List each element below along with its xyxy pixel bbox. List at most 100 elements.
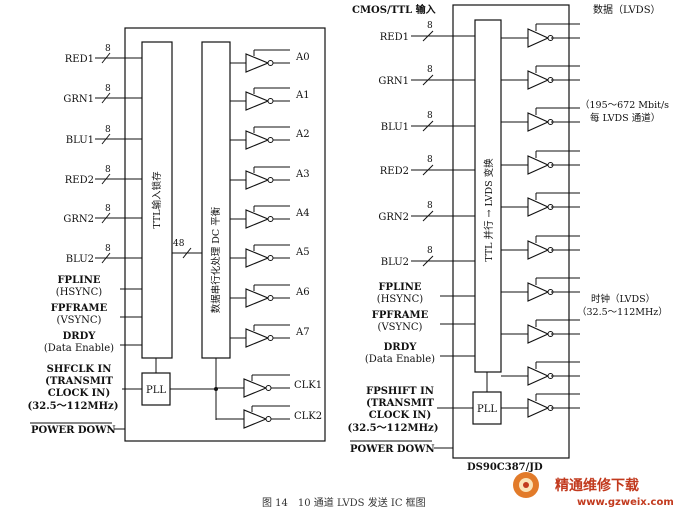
right-input-label: BLU2 — [381, 257, 409, 268]
left-latch-block — [141, 41, 173, 359]
right-bus-width: 8 — [427, 201, 433, 211]
left-ctrl-sublabel: (Data Enable) — [44, 343, 114, 354]
right-output-buffer — [527, 28, 550, 48]
right-clock-buffer — [527, 398, 550, 418]
left-control-inputs: FPLINE(HSYNC)FPFRAME(VSYNC)DRDY(Data Ena… — [44, 275, 142, 354]
left-input-label: BLU1 — [66, 135, 94, 146]
right-input-label: RED2 — [380, 166, 409, 177]
left-bus-width: 8 — [105, 165, 111, 175]
right-output-buffer — [527, 366, 550, 386]
left-output-buffer — [245, 170, 270, 190]
right-output-buffer — [527, 70, 550, 90]
watermark-url: www.gzweix.com — [577, 497, 674, 508]
right-clock-note-2: （32.5～112MHz） — [577, 306, 668, 318]
right-control-inputs: FPLINE(HSYNC) FPFRAME(VSYNC) DRDY(Data Ena… — [365, 282, 475, 365]
left-ctrl-sublabel: (HSYNC) — [56, 287, 102, 298]
right-title-input: CMOS/TTL 输入 — [352, 3, 436, 16]
left-input-label: GRN1 — [63, 94, 94, 105]
left-clk-in-line4: (32.5～112MHz) — [28, 401, 119, 412]
right-rate-note-2: 每 LVDS 通道） — [590, 112, 660, 124]
right-title-output: 数据（LVDS） — [593, 3, 661, 16]
left-input-label: BLU2 — [66, 254, 94, 265]
left-bus-width: 8 — [105, 204, 111, 214]
left-clock-buffer — [243, 409, 268, 429]
left-serializer-label: 数据串行化处理 DC 平衡 — [210, 206, 222, 313]
left-output-label: A6 — [295, 287, 310, 298]
left-output-buffer — [245, 288, 270, 308]
right-clock-note-1: 时钟（LVDS） — [591, 293, 655, 305]
right-output-buffer — [527, 240, 550, 260]
right-bus-width: 8 — [427, 155, 433, 165]
left-clk-in-line1: SHFCLK IN — [47, 364, 112, 375]
watermark-text: 精通维修下载 — [555, 477, 639, 494]
right-clk-in-line4: (32.5～112MHz) — [348, 423, 439, 434]
left-bus-width: 8 — [105, 244, 111, 254]
right-ctrl-sublabel: (HSYNC) — [377, 294, 423, 305]
left-clk-in-line2: (TRANSMIT — [45, 376, 113, 387]
left-latch-label: TTL输入锁存 — [151, 171, 163, 229]
right-converter-block — [474, 19, 502, 373]
right-ctrl-label: FPFRAME — [372, 310, 429, 321]
right-ctrl-label: FPLINE — [378, 282, 421, 293]
right-outputs — [501, 23, 580, 418]
right-output-buffer — [527, 112, 550, 132]
left-output-buffer — [245, 130, 270, 150]
right-bus-width: 8 — [427, 65, 433, 75]
left-ctrl-label: DRDY — [63, 331, 97, 342]
left-output-buffer — [245, 91, 270, 111]
right-output-buffer — [527, 282, 550, 302]
left-pll-label: PLL — [146, 385, 166, 396]
right-diagram: CMOS/TTL 输入 数据（LVDS） TTL 并行 → LVDS 变换 RE… — [348, 3, 670, 473]
left-ic-body — [124, 27, 326, 442]
right-power-down: POWER DOWN — [350, 444, 435, 455]
left-output-label: A5 — [295, 247, 310, 258]
left-internal-bus-label: 48 — [173, 239, 185, 249]
right-bus-width: 8 — [427, 246, 433, 256]
left-output-buffer — [245, 328, 270, 348]
left-bus-width: 8 — [105, 125, 111, 135]
figure-caption: 图 14 10 通道 LVDS 发送 IC 框图 — [262, 496, 426, 509]
right-bus-width: 8 — [427, 111, 433, 121]
left-power-down: POWER DOWN — [31, 425, 116, 436]
right-input-label: RED1 — [380, 32, 409, 43]
left-clock-buffer — [243, 378, 268, 398]
right-part-number: DS90C387/JD — [467, 462, 543, 473]
left-output-label: A3 — [295, 169, 310, 180]
left-output-buffer — [245, 53, 270, 73]
left-output-label: A7 — [295, 327, 310, 338]
right-output-buffer — [527, 155, 550, 175]
right-rate-note-1: （195～672 Mbit/s — [580, 99, 669, 111]
right-clk-in-line3: CLOCK IN) — [369, 410, 431, 421]
left-bus-width: 8 — [105, 84, 111, 94]
right-pll-label: PLL — [477, 404, 497, 415]
left-output-label: A1 — [295, 90, 310, 101]
right-ctrl-sublabel: (VSYNC) — [378, 322, 423, 333]
left-input-label: RED2 — [65, 175, 94, 186]
left-bus-width: 8 — [105, 44, 111, 54]
left-input-label: GRN2 — [63, 214, 94, 225]
right-clk-in-line2: (TRANSMIT — [366, 398, 434, 409]
right-clk-in-line1: FPSHIFT IN — [366, 386, 434, 397]
right-ctrl-sublabel: (Data Enable) — [365, 354, 435, 365]
left-ctrl-sublabel: (VSYNC) — [57, 315, 102, 326]
left-clk-in-line3: CLOCK IN) — [48, 388, 110, 399]
right-bus-width: 8 — [427, 21, 433, 31]
right-input-label: BLU1 — [381, 122, 409, 133]
right-ctrl-label: DRDY — [384, 342, 418, 353]
right-input-label: GRN2 — [378, 212, 409, 223]
right-input-label: GRN1 — [378, 76, 409, 87]
left-input-label: RED1 — [65, 54, 94, 65]
right-converter-label: TTL 并行 → LVDS 变换 — [483, 158, 495, 262]
left-clock-label: CLK2 — [294, 411, 322, 422]
left-output-buffer — [245, 248, 270, 268]
left-output-buffer — [245, 209, 270, 229]
right-output-buffer — [527, 197, 550, 217]
left-diagram: TTL输入锁存 数据串行化处理 DC 平衡 48 RED18GRN18BLU18… — [28, 27, 326, 442]
right-ic-body — [452, 4, 570, 459]
left-output-label: A4 — [295, 208, 310, 219]
left-clock-label: CLK1 — [294, 380, 322, 391]
right-output-buffer — [527, 324, 550, 344]
